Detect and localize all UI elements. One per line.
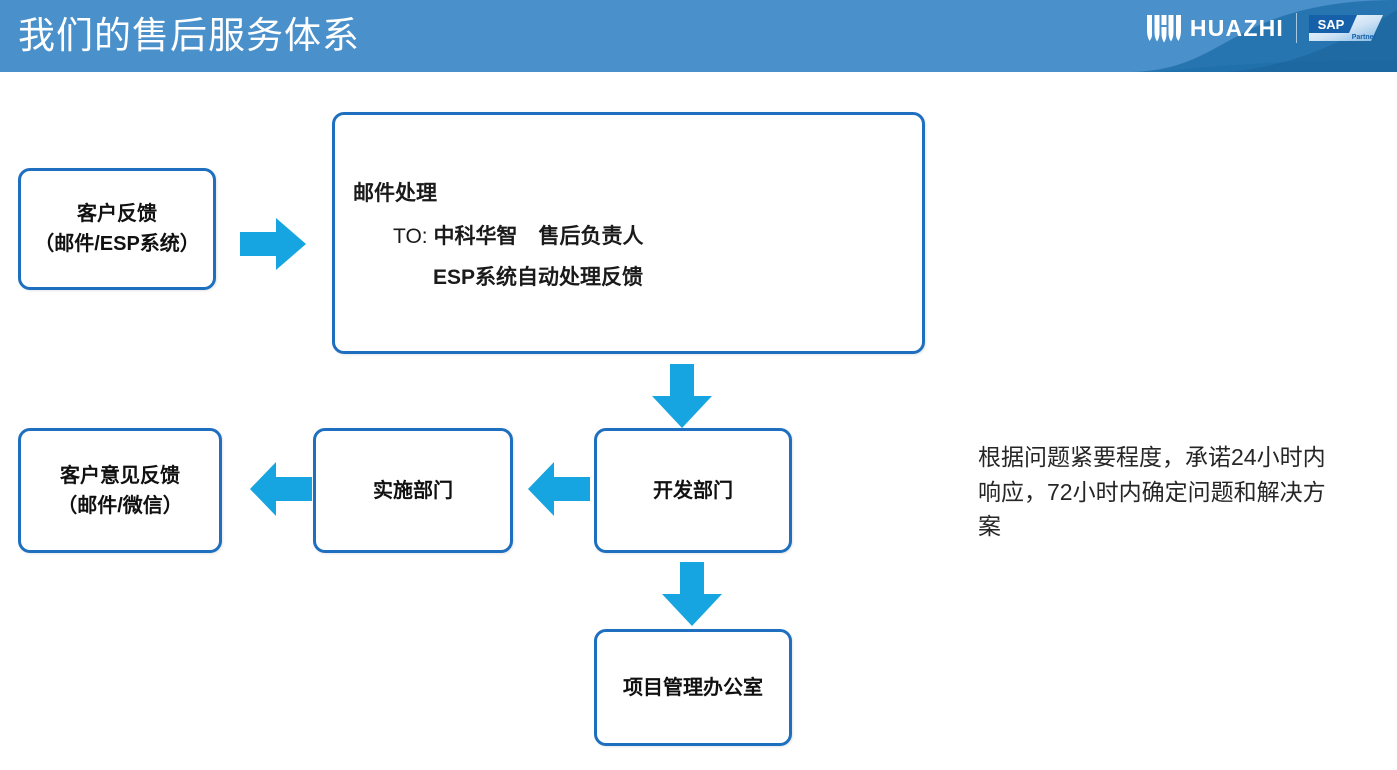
node-customer-opinion-line1: 客户意见反馈 bbox=[60, 464, 180, 487]
node-email-processing-line3: ESP系统自动处理反馈 bbox=[433, 266, 644, 289]
node-pmo[interactable]: 项目管理办公室 bbox=[594, 629, 792, 746]
side-note-text: 根据问题紧要程度，承诺24小时内响应，72小时内确定问题和解决方案 bbox=[978, 444, 1326, 539]
node-customer-opinion[interactable]: 客户意见反馈 （邮件/微信） bbox=[18, 428, 222, 553]
sap-partner-badge: SAP Partner bbox=[1309, 11, 1383, 45]
arrow-email-to-dev-icon bbox=[652, 364, 712, 428]
node-customer-feedback[interactable]: 客户反馈 （邮件/ESP系统） bbox=[18, 168, 216, 290]
node-pmo-label: 项目管理办公室 bbox=[623, 676, 763, 699]
node-customer-opinion-line2: （邮件/微信） bbox=[57, 494, 183, 517]
node-email-processing-line2-bold: 中科华智 售后负责人 bbox=[433, 225, 644, 248]
node-customer-feedback-line2: （邮件/ESP系统） bbox=[34, 233, 200, 255]
arrow-impl-to-opinion-icon bbox=[250, 462, 312, 516]
node-customer-feedback-line1: 客户反馈 bbox=[76, 203, 157, 225]
arrow-dev-to-impl-icon bbox=[528, 462, 590, 516]
node-development-label: 开发部门 bbox=[653, 479, 733, 502]
page-title: 我们的售后服务体系 bbox=[18, 15, 360, 56]
node-email-processing[interactable]: 邮件处理 TO: 中科华智 售后负责人 ESP系统自动处理反馈 bbox=[332, 112, 925, 354]
node-email-processing-line2: TO: 中科华智 售后负责人 bbox=[393, 220, 922, 250]
arrow-feedback-to-email-icon bbox=[240, 218, 306, 270]
sap-badge-sub-text: Partner bbox=[1352, 34, 1377, 41]
brand-divider bbox=[1296, 13, 1297, 43]
slide-header: 我们的售后服务体系 HUAZHI bbox=[0, 0, 1397, 72]
node-email-processing-line1: 邮件处理 bbox=[353, 182, 437, 205]
node-email-processing-line2-prefix: TO: bbox=[393, 225, 434, 248]
node-implementation-label: 实施部门 bbox=[373, 479, 453, 502]
node-development[interactable]: 开发部门 bbox=[594, 428, 792, 553]
huazhi-emblem-icon bbox=[1146, 15, 1181, 43]
sap-badge-main-text: SAP bbox=[1318, 17, 1345, 32]
node-implementation[interactable]: 实施部门 bbox=[313, 428, 513, 553]
arrow-dev-to-pmo-icon bbox=[662, 562, 722, 626]
brand-lockup: HUAZHI SAP Partner bbox=[1145, 8, 1383, 48]
brand-name: HUAZHI bbox=[1189, 15, 1284, 41]
